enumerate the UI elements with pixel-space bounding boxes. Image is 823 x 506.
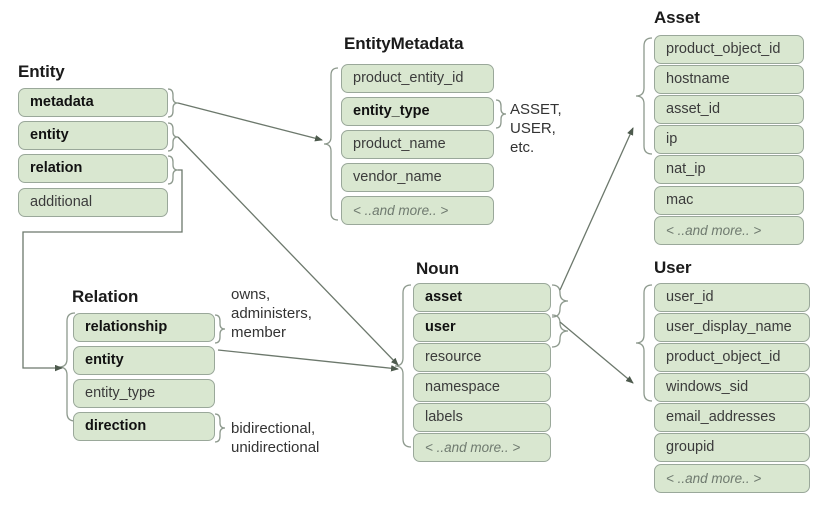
row-user-more[interactable]: < ..and more.. > [654, 464, 810, 493]
row-entity-entity[interactable]: entity [18, 121, 168, 150]
row-entitymetadata-entity-type[interactable]: entity_type [341, 97, 494, 126]
group-title-entitymetadata: EntityMetadata [344, 34, 464, 53]
group-title-asset: Asset [654, 8, 700, 27]
row-asset-asset-id[interactable]: asset_id [654, 95, 804, 124]
group-title-entity: Entity [18, 62, 65, 81]
row-asset-hostname[interactable]: hostname [654, 65, 804, 94]
row-noun-resource[interactable]: resource [413, 343, 551, 372]
row-relation-entity[interactable]: entity [73, 346, 215, 375]
row-user-email-addresses[interactable]: email_addresses [654, 403, 810, 432]
row-user-groupid[interactable]: groupid [654, 433, 810, 462]
row-entitymetadata-vendor-name[interactable]: vendor_name [341, 163, 494, 192]
row-user-user-display-name[interactable]: user_display_name [654, 313, 810, 342]
row-user-product-object-id[interactable]: product_object_id [654, 343, 810, 372]
note-direction-values: bidirectional, unidirectional [231, 420, 320, 456]
row-entitymetadata-product-name[interactable]: product_name [341, 130, 494, 159]
row-asset-more[interactable]: < ..and more.. > [654, 216, 804, 245]
group-title-noun: Noun [416, 259, 460, 278]
row-user-windows-sid[interactable]: windows_sid [654, 373, 810, 402]
group-title-relation: Relation [72, 287, 139, 306]
row-relation-relationship[interactable]: relationship [73, 313, 215, 342]
group-title-user: User [654, 258, 692, 277]
row-noun-labels[interactable]: labels [413, 403, 551, 432]
row-noun-namespace[interactable]: namespace [413, 373, 551, 402]
row-entitymetadata-more[interactable]: < ..and more.. > [341, 196, 494, 225]
row-noun-more[interactable]: < ..and more.. > [413, 433, 551, 462]
note-relationship-values: owns, administers, member [231, 286, 312, 341]
row-entity-relation[interactable]: relation [18, 154, 168, 183]
row-asset-nat-ip[interactable]: nat_ip [654, 155, 804, 184]
row-asset-product-object-id[interactable]: product_object_id [654, 35, 804, 64]
row-noun-asset[interactable]: asset [413, 283, 551, 312]
row-entitymetadata-product-entity-id[interactable]: product_entity_id [341, 64, 494, 93]
row-relation-entity-type[interactable]: entity_type [73, 379, 215, 408]
note-entity-type-values: ASSET, USER, etc. [510, 101, 562, 156]
row-noun-user[interactable]: user [413, 313, 551, 342]
row-asset-mac[interactable]: mac [654, 186, 804, 215]
row-entity-additional[interactable]: additional [18, 188, 168, 217]
row-entity-metadata[interactable]: metadata [18, 88, 168, 117]
row-relation-direction[interactable]: direction [73, 412, 215, 441]
row-user-user-id[interactable]: user_id [654, 283, 810, 312]
row-asset-ip[interactable]: ip [654, 125, 804, 154]
